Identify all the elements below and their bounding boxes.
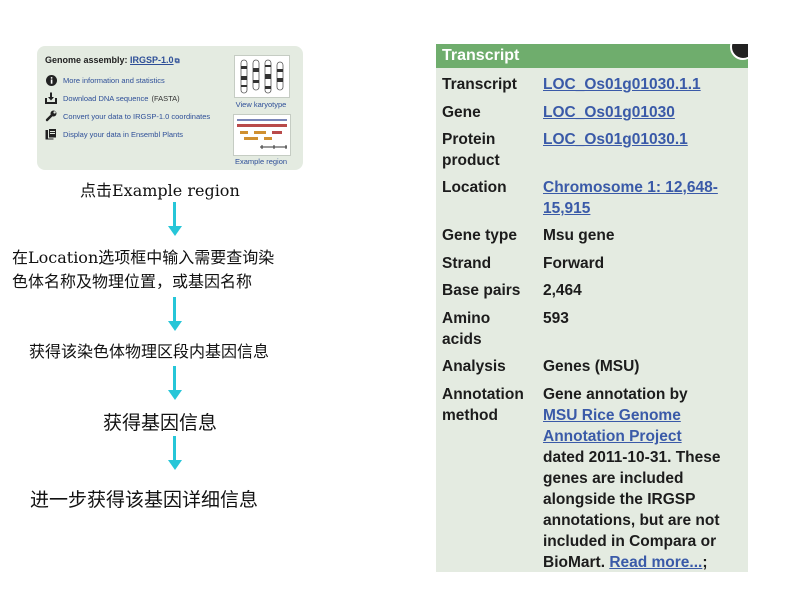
convert-data-link[interactable]: Convert your data to IRGSP-1.0 coordinat… <box>63 111 211 121</box>
display-data-link[interactable]: Display your data in Ensembl Plants <box>63 129 184 139</box>
amino-acids-label-line-1: Amino <box>442 310 491 327</box>
transcript-panel-header: Transcript <box>436 44 748 68</box>
annotation-line-5: genes are included <box>543 470 684 487</box>
flow-step-2-line-2: 色体名称及物理位置，或基因名称 <box>12 272 253 291</box>
display-data-link-row[interactable]: Display your data in Ensembl Plants <box>45 127 183 141</box>
gene-type-label: Gene type <box>442 227 517 244</box>
example-region-thumbnail[interactable] <box>233 114 291 156</box>
external-link-icon: ⧉ <box>174 58 180 65</box>
flow-step-1: 点击Example region <box>80 181 240 200</box>
annotation-line-9: BioMart. Read more...; <box>543 552 743 572</box>
strand-value: Forward <box>543 255 605 272</box>
gene-type-value: Msu gene <box>543 227 615 244</box>
gene-id-link[interactable]: LOC_Os01g01030 <box>543 104 675 121</box>
msu-project-link-line-1[interactable]: MSU Rice Genome <box>543 407 681 424</box>
annotation-line-4: dated 2011-10-31. These <box>543 449 721 466</box>
protein-product-label: Protein product <box>442 129 500 171</box>
flow-arrow-4 <box>168 436 182 470</box>
karyotype-thumbnail[interactable] <box>234 55 290 98</box>
download-dna-link[interactable]: Download DNA sequence <box>63 93 149 103</box>
panel-toggle-icon[interactable] <box>730 44 748 60</box>
annotation-method-label: Annotation method <box>442 384 524 426</box>
download-format: (FASTA) <box>151 93 180 103</box>
read-more-link[interactable]: Read more... <box>609 554 703 571</box>
annotation-line-9-tail: ; <box>702 554 708 571</box>
upload-data-icon <box>45 128 57 140</box>
flow-step-3: 获得该染色体物理区段内基因信息 <box>29 342 270 361</box>
protein-product-label-line-1: Protein <box>442 131 496 148</box>
annotation-line-1: Gene annotation by <box>543 386 688 403</box>
analysis-value: Genes (MSU) <box>543 358 640 375</box>
flow-step-5: 进一步获得该基因详细信息 <box>30 489 259 511</box>
more-information-link-row[interactable]: More information and statistics <box>45 73 165 87</box>
annotation-method-label-line-1: Annotation <box>442 386 524 403</box>
transcript-id-link[interactable]: LOC_Os01g01030.1.1 <box>543 76 701 93</box>
annotation-method-label-line-2: method <box>442 407 498 424</box>
amino-acids-value: 593 <box>543 310 569 327</box>
amino-acids-label-line-2: acids <box>442 331 482 348</box>
convert-data-link-row[interactable]: Convert your data to IRGSP-1.0 coordinat… <box>45 109 210 123</box>
flow-arrow-3 <box>168 366 182 400</box>
analysis-label: Analysis <box>442 358 506 375</box>
base-pairs-value: 2,464 <box>543 282 582 299</box>
example-region-link[interactable]: Example region <box>234 157 288 166</box>
info-icon <box>45 74 57 86</box>
download-dna-link-row[interactable]: Download DNA sequence (FASTA) <box>45 91 180 105</box>
location-link-line-2[interactable]: 15,915 <box>543 200 591 217</box>
annotation-line-6: alongside the IRGSP <box>543 491 696 508</box>
annotation-line-9-text: BioMart. <box>543 554 610 571</box>
genome-assembly-title: Genome assembly: IRGSP-1.0⧉ <box>45 55 180 66</box>
gene-label: Gene <box>442 104 481 121</box>
annotation-method-value: Gene annotation by MSU Rice Genome Annot… <box>543 384 743 572</box>
more-information-link[interactable]: More information and statistics <box>63 75 165 85</box>
strand-label: Strand <box>442 255 492 272</box>
assembly-link[interactable]: IRGSP-1.0 <box>130 55 174 65</box>
base-pairs-label: Base pairs <box>442 282 521 299</box>
transcript-label: Transcript <box>442 76 517 93</box>
location-label: Location <box>442 179 507 196</box>
wrench-icon <box>45 110 57 122</box>
msu-project-link-line-2[interactable]: Annotation Project <box>543 428 682 445</box>
flow-arrow-2 <box>168 297 182 331</box>
flow-step-2-line-1: 在Location选项框中输入需要查询染 <box>12 248 275 267</box>
protein-product-label-line-2: product <box>442 152 500 169</box>
genome-assembly-panel: Genome assembly: IRGSP-1.0⧉ More informa… <box>37 46 303 170</box>
amino-acids-label: Amino acids <box>442 308 490 350</box>
flow-step-4: 获得基因信息 <box>103 412 218 434</box>
flow-arrow-1 <box>168 202 182 236</box>
location-value[interactable]: Chromosome 1: 12,648- 15,915 <box>543 177 743 219</box>
annotation-line-8: included in Compara or <box>543 533 717 550</box>
genome-assembly-title-prefix: Genome assembly: <box>45 55 131 65</box>
transcript-panel: Transcript Transcript LOC_Os01g01030.1.1… <box>436 44 748 572</box>
download-icon <box>45 92 57 104</box>
location-link-line-1[interactable]: Chromosome 1: 12,648- <box>543 179 718 196</box>
protein-id-link[interactable]: LOC_Os01g01030.1 <box>543 131 688 148</box>
annotation-line-7: annotations, but are not <box>543 512 720 529</box>
view-karyotype-link[interactable]: View karyotype <box>235 100 287 109</box>
